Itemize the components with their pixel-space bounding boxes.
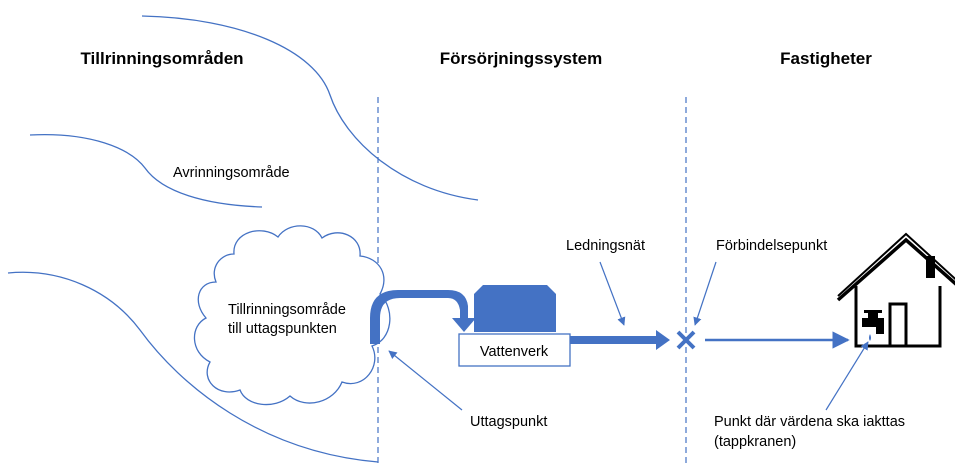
catchment-cloud — [193, 225, 391, 406]
tap-icon — [862, 310, 884, 341]
network-pipe-arrow — [570, 330, 670, 350]
header-supply: Försörjningssystem — [440, 49, 603, 68]
waterworks-tank — [474, 285, 556, 332]
intake-point-leader — [388, 350, 463, 411]
connection-point-marker — [676, 330, 696, 350]
waterworks-label: Vattenverk — [480, 344, 549, 360]
connection-point-leader — [693, 261, 717, 326]
catchment-boundary-middle — [29, 133, 263, 208]
catchment-boundary-upper — [141, 15, 479, 201]
network-leader — [599, 261, 626, 326]
catchment-cloud-label-1: Tillrinningsområde — [228, 302, 346, 318]
tap-point-label-1: Punkt där värdena ska iakttas — [714, 414, 905, 430]
header-property: Fastigheter — [780, 49, 872, 68]
waterworks-box — [458, 333, 571, 367]
intake-point-label: Uttagspunkt — [470, 414, 547, 430]
catchment-boundary-lower — [7, 271, 379, 463]
intake-pipe — [370, 290, 476, 344]
header-catchment: Tillrinningsområden — [80, 49, 243, 68]
drainage-area-label: Avrinningsområde — [173, 165, 290, 181]
catchment-cloud-label-2: till uttagspunkten — [228, 321, 337, 337]
network-label: Ledningsnät — [566, 238, 645, 254]
house-icon — [836, 232, 955, 348]
tap-point-label-2: (tappkranen) — [714, 434, 796, 450]
tap-point-leader — [825, 341, 869, 411]
connection-point-label: Förbindelsepunkt — [716, 238, 827, 254]
